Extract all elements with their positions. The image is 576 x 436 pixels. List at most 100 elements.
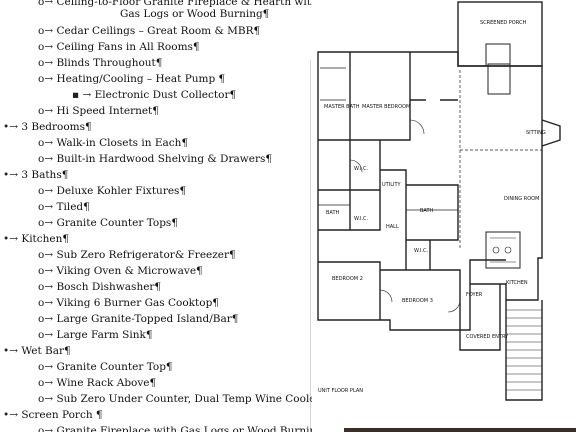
bullet-marker: o→ bbox=[38, 105, 57, 117]
bullet-marker: o→ bbox=[38, 297, 57, 309]
feature-item: o→ Wine Rack Above¶ bbox=[38, 377, 156, 390]
room-label-screened-porch: SCREENED PORCH bbox=[480, 20, 526, 26]
feature-text: Built-in Hardwood Shelving & Drawers¶ bbox=[56, 153, 273, 165]
feature-text: Cedar Ceilings – Great Room & MBR¶ bbox=[56, 25, 261, 37]
feature-item: o→ Bosch Dishwasher¶ bbox=[38, 281, 161, 294]
room-label-sitting: SITTING bbox=[526, 130, 546, 136]
room-label-bedroom-2: BEDROOM 2 bbox=[332, 276, 363, 282]
bullet-marker: ▪ → bbox=[72, 89, 95, 101]
feature-item: ▪ → Electronic Dust Collector¶ bbox=[72, 89, 236, 102]
feature-text: Sub Zero Refrigerator& Freezer¶ bbox=[56, 249, 236, 261]
feature-text: Heating/Cooling – Heat Pump ¶ bbox=[56, 73, 226, 85]
feature-text: Gas Logs or Wood Burning¶ bbox=[120, 8, 270, 20]
feature-text: Blinds Throughout¶ bbox=[56, 57, 163, 69]
bullet-marker: o→ bbox=[38, 185, 57, 197]
room-label-master-bedroom: MASTER BEDROOM bbox=[362, 104, 410, 110]
feature-text: Ceiling-to-Floor Granite Fireplace & Hea… bbox=[56, 0, 312, 8]
bullet-marker: •→ bbox=[3, 345, 22, 357]
feature-text: Wine Rack Above¶ bbox=[56, 377, 157, 389]
feature-item: o→ Hi Speed Internet¶ bbox=[38, 105, 159, 118]
feature-text: Electronic Dust Collector¶ bbox=[94, 89, 237, 101]
bullet-marker: o→ bbox=[38, 313, 57, 325]
feature-item: •→ Screen Porch ¶ bbox=[3, 409, 103, 422]
bullet-marker: •→ bbox=[3, 169, 22, 181]
bullet-marker: o→ bbox=[38, 57, 57, 69]
room-label-bedroom-3: BEDROOM 3 bbox=[402, 298, 433, 304]
bullet-marker: o→ bbox=[38, 393, 57, 405]
feature-text: Deluxe Kohler Fixtures¶ bbox=[56, 185, 187, 197]
floor-plan-caption: UNIT FLOOR PLAN bbox=[318, 388, 363, 394]
bullet-marker: •→ bbox=[3, 121, 22, 133]
feature-item: •→ Kitchen¶ bbox=[3, 233, 69, 246]
feature-item: o→ Ceiling-to-Floor Granite Fireplace & … bbox=[38, 0, 312, 9]
bullet-marker: o→ bbox=[38, 41, 57, 53]
feature-item: o→ Ceiling Fans in All Rooms¶ bbox=[38, 41, 200, 54]
feature-text: Granite Counter Top¶ bbox=[56, 361, 173, 373]
bullet-marker: o→ bbox=[38, 73, 57, 85]
feature-item: o→ Viking 6 Burner Gas Cooktop¶ bbox=[38, 297, 219, 310]
room-label-hall: HALL bbox=[386, 224, 399, 230]
bullet-marker: o→ bbox=[38, 217, 57, 229]
feature-item: o→ Built-in Hardwood Shelving & Drawers¶ bbox=[38, 153, 272, 166]
feature-item: •→ Wet Bar¶ bbox=[3, 345, 71, 358]
feature-text: Kitchen¶ bbox=[21, 233, 70, 245]
floor-plan: SCREENED PORCH MASTER BATH MASTER BEDROO… bbox=[309, 0, 576, 432]
bullet-marker: o→ bbox=[38, 249, 57, 261]
feature-text: Screen Porch ¶ bbox=[21, 409, 103, 421]
feature-text: 3 Baths¶ bbox=[21, 169, 69, 181]
feature-list: o→ Ceiling-to-Floor Granite Fireplace & … bbox=[3, 0, 312, 432]
feature-text: Tiled¶ bbox=[56, 201, 90, 213]
room-label-covered-entry: COVERED ENTRY bbox=[466, 334, 509, 340]
bullet-marker: o→ bbox=[38, 265, 57, 277]
room-label-wic-center: W.I.C. bbox=[414, 248, 429, 254]
bullet-marker: •→ bbox=[3, 409, 22, 421]
feature-item: •→ 3 Baths¶ bbox=[3, 169, 68, 182]
feature-text: Ceiling Fans in All Rooms¶ bbox=[56, 41, 200, 53]
feature-text: Granite Fireplace with Gas Logs or Wood … bbox=[56, 425, 312, 432]
feature-text: Large Granite-Topped Island/Bar¶ bbox=[56, 313, 239, 325]
feature-item: o→ Large Farm Sink¶ bbox=[38, 329, 153, 342]
bullet-marker: o→ bbox=[38, 201, 57, 213]
bullet-marker: o→ bbox=[38, 425, 57, 432]
feature-text: Hi Speed Internet¶ bbox=[56, 105, 159, 117]
room-label-utility: UTILITY bbox=[382, 182, 402, 188]
bullet-marker: o→ bbox=[38, 153, 57, 165]
room-label-bath-left: BATH bbox=[326, 210, 340, 216]
feature-text: Wet Bar¶ bbox=[21, 345, 71, 357]
feature-item: o→ Blinds Throughout¶ bbox=[38, 57, 162, 70]
bullet-marker: o→ bbox=[38, 137, 57, 149]
feature-item: o→ Sub Zero Under Counter, Dual Temp Win… bbox=[38, 393, 312, 406]
bullet-marker: o→ bbox=[38, 361, 57, 373]
feature-text: Walk-in Closets in Each¶ bbox=[56, 137, 189, 149]
feature-text: Granite Counter Tops¶ bbox=[56, 217, 178, 229]
feature-item: o→ Tiled¶ bbox=[38, 201, 90, 214]
feature-item: o→ Deluxe Kohler Fixtures¶ bbox=[38, 185, 186, 198]
room-label-wic-master: W.I.C. bbox=[354, 166, 369, 172]
floor-plan-drawing: SCREENED PORCH MASTER BATH MASTER BEDROO… bbox=[309, 1, 576, 432]
room-label-dining-room: DINING ROOM bbox=[504, 196, 539, 202]
bullet-marker: o→ bbox=[38, 0, 57, 8]
feature-text: Bosch Dishwasher¶ bbox=[56, 281, 162, 293]
feature-item: o→ Walk-in Closets in Each¶ bbox=[38, 137, 188, 150]
feature-text: Large Farm Sink¶ bbox=[56, 329, 153, 341]
feature-item: •→ 3 Bedrooms¶ bbox=[3, 121, 92, 134]
bullet-marker: o→ bbox=[38, 329, 57, 341]
feature-item: o→ Granite Counter Top¶ bbox=[38, 361, 173, 374]
feature-text: Viking 6 Burner Gas Cooktop¶ bbox=[56, 297, 219, 309]
room-label-foyer: FOYER bbox=[466, 292, 483, 298]
feature-item: o→ Granite Counter Tops¶ bbox=[38, 217, 178, 230]
feature-item: o→ Cedar Ceilings – Great Room & MBR¶ bbox=[38, 25, 260, 38]
feature-item: o→ Heating/Cooling – Heat Pump ¶ bbox=[38, 73, 225, 86]
bullet-marker: o→ bbox=[38, 281, 57, 293]
bullet-marker: o→ bbox=[38, 25, 57, 37]
feature-item: o→ Granite Fireplace with Gas Logs or Wo… bbox=[38, 425, 312, 432]
bullet-marker: •→ bbox=[3, 233, 22, 245]
feature-item: o→ Large Granite-Topped Island/Bar¶ bbox=[38, 313, 238, 326]
room-label-master-bath: MASTER BATH bbox=[324, 104, 360, 110]
feature-text: Viking Oven & Microwave¶ bbox=[56, 265, 203, 277]
feature-item: o→ Sub Zero Refrigerator& Freezer¶ bbox=[38, 249, 236, 262]
room-label-kitchen: KITCHEN bbox=[506, 280, 528, 286]
feature-item: Gas Logs or Wood Burning¶ bbox=[120, 8, 269, 21]
room-label-bath-center: BATH bbox=[420, 208, 434, 214]
feature-text: 3 Bedrooms¶ bbox=[21, 121, 92, 133]
